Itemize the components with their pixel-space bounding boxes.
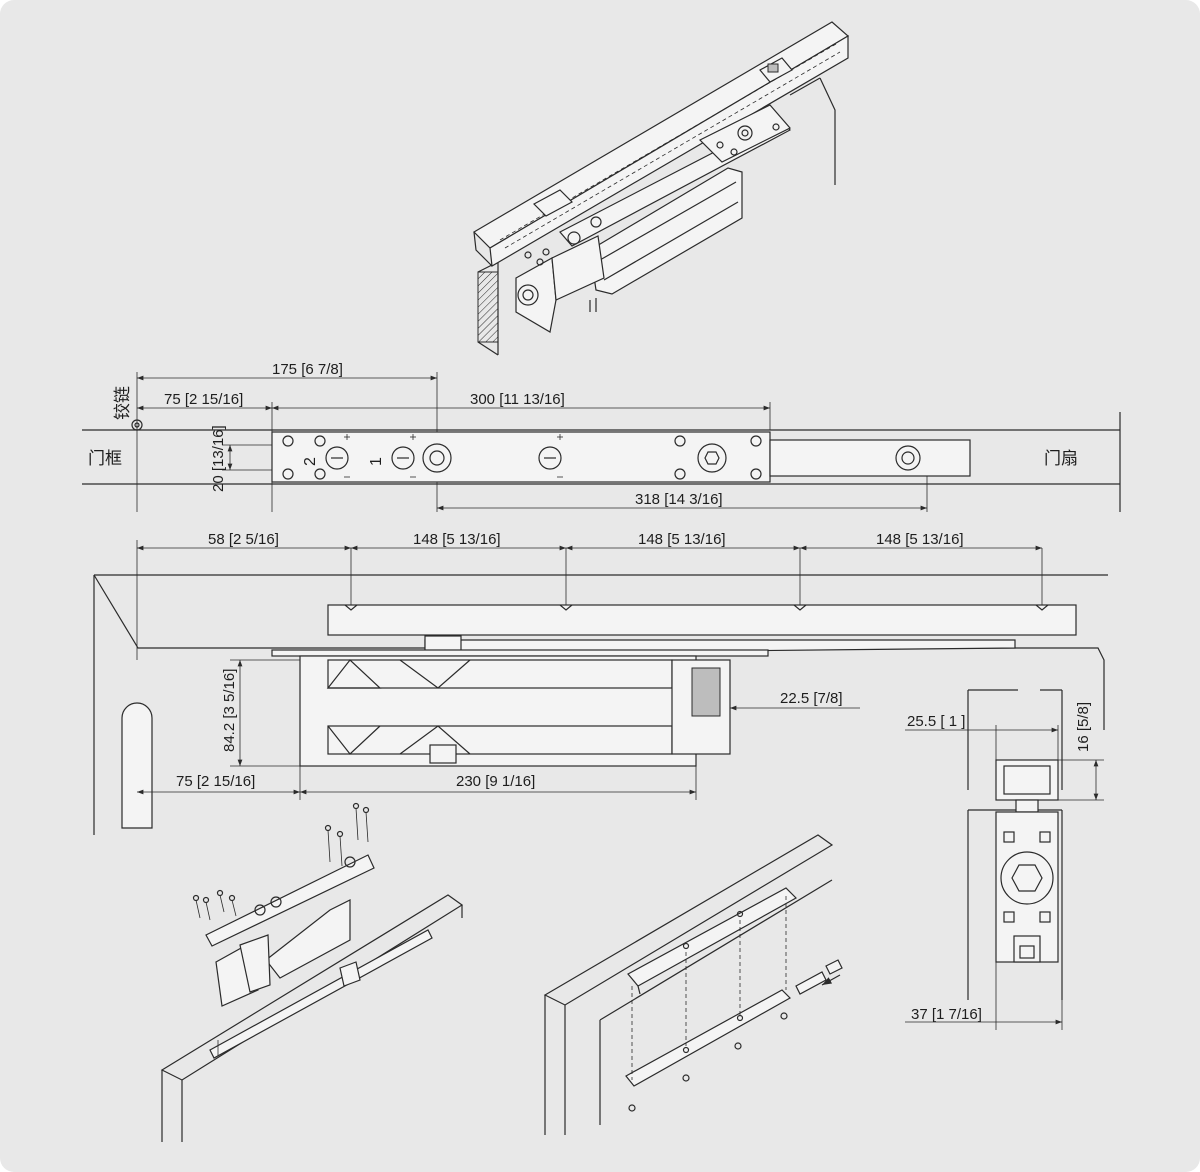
install-view-right	[543, 834, 843, 1135]
dim-230: 230 [9 1/16]	[456, 773, 536, 790]
dim-75-top: 75 [2 15/16]	[164, 391, 244, 408]
door-leaf-label: 门扇	[1044, 449, 1078, 468]
dim-318: 318 [14 3/16]	[635, 491, 723, 508]
install-view-left	[160, 802, 464, 1142]
dim-148-b: 148 [5 13/16]	[638, 531, 726, 548]
isometric-top-view	[473, 21, 850, 356]
elevation-view	[93, 540, 1108, 835]
dim-22-5: 22.5 [7/8]	[780, 690, 843, 707]
dim-84: 84.2 [3 5/16]	[221, 668, 238, 752]
dim-148-c: 148 [5 13/16]	[876, 531, 964, 548]
hinge-label: 铰链	[113, 386, 132, 420]
valve-label-1: 1	[368, 457, 385, 466]
dim-37: 37 [1 7/16]	[911, 1006, 982, 1023]
dim-175: 175 [6 7/8]	[272, 361, 343, 378]
valve-label-2: 2	[302, 457, 319, 466]
dim-25-5: 25.5 [ 1 ]	[907, 713, 966, 730]
dim-148-a: 148 [5 13/16]	[413, 531, 501, 548]
side-view	[905, 689, 1104, 1030]
dim-75-bottom: 75 [2 15/16]	[176, 773, 256, 790]
plan-view	[82, 372, 1121, 512]
dim-20: 20 [13/16]	[210, 425, 227, 492]
dim-58: 58 [2 5/16]	[208, 531, 279, 548]
dim-300: 300 [11 13/16]	[470, 391, 565, 408]
door-frame-label: 门框	[88, 449, 122, 468]
dim-16: 16 [5/8]	[1075, 701, 1092, 752]
